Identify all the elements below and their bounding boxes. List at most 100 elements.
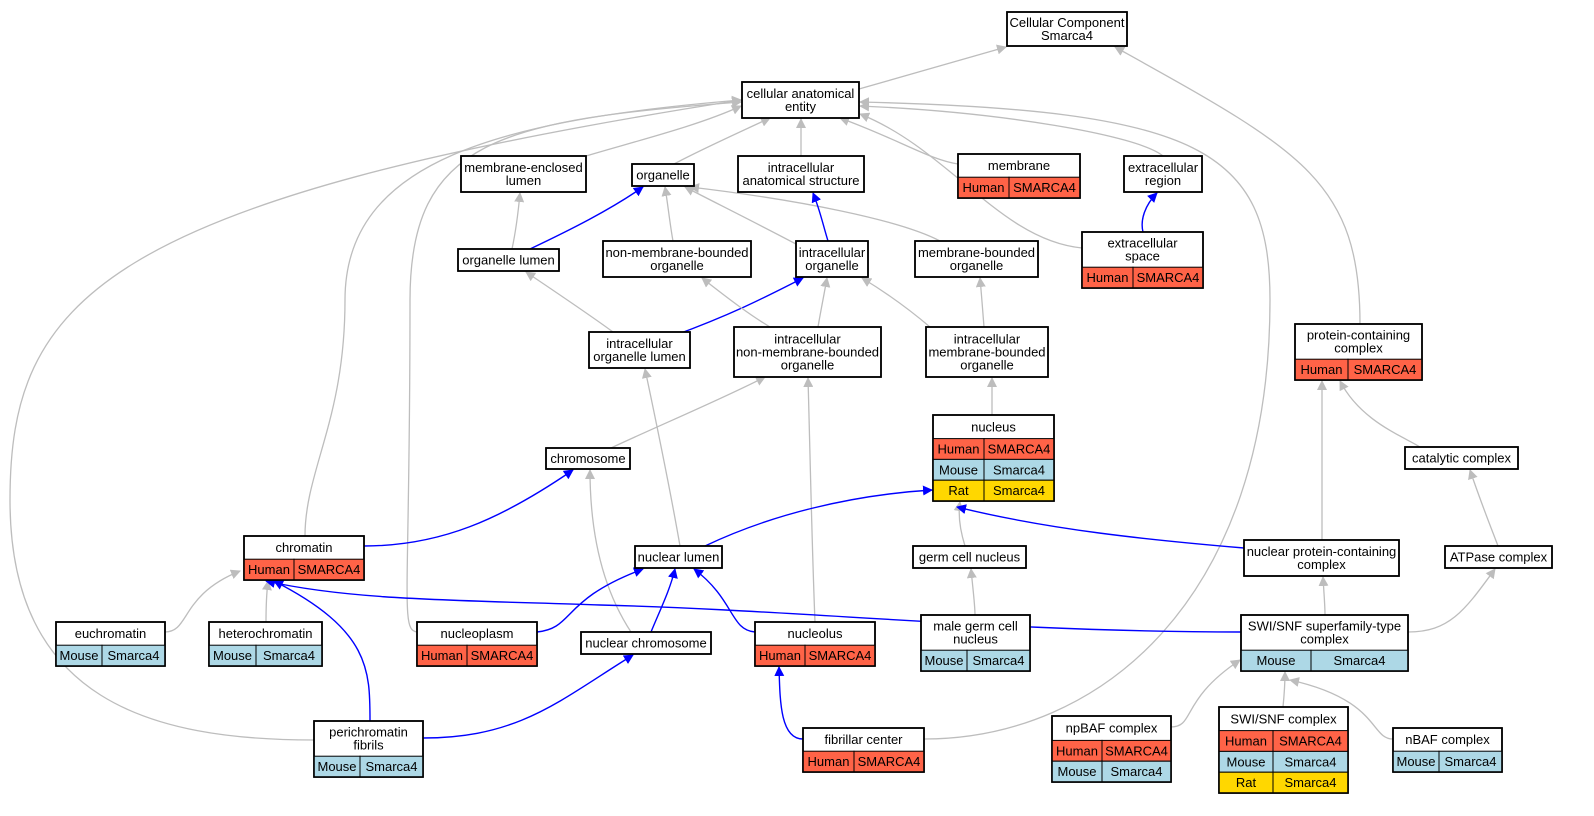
node-border [957,153,1081,199]
gene-label: Smarca4 [1110,764,1162,779]
species-label: Human [248,562,290,577]
edge-nmbo-to-org [661,186,674,242]
node-label: perichromatin [329,725,408,740]
edge-swc-to-swisnf [1279,671,1290,708]
species-label: Human [808,754,850,769]
species-label: Human [1225,734,1267,749]
edge-swisnf-to-npcc [1318,576,1329,616]
edge-imbo-to-mbo [975,277,986,328]
node-label: organelle [781,358,835,373]
edge-nbaf-to-swisnf [1289,677,1394,740]
node-orl[interactable]: organelle lumen [457,248,560,272]
edge-iol-to-io [672,277,804,337]
node-border [602,240,752,278]
gene-label: SMARCA4 [1105,743,1168,758]
node-label: organelle [960,358,1014,373]
node-border [580,631,712,655]
edge-swisnf-to-atp [1407,568,1496,633]
edge-iol-to-orl [525,271,614,333]
node-border [545,447,631,470]
gene-label: Smarca4 [993,483,1045,498]
gene-label: SMARCA4 [1137,270,1200,285]
node-border [795,240,869,278]
node-label: fibrillar center [824,732,903,747]
node-gcn[interactable]: germ cell nucleus [912,545,1027,569]
edge-fc-to-cae [859,97,1271,740]
edge-nchr-to-chr [585,469,632,633]
node-label: germ cell nucleus [919,550,1021,565]
gene-label: SMARCA4 [1013,180,1076,195]
node-org[interactable]: organelle [631,163,695,187]
node-border [733,326,882,378]
node-atp[interactable]: ATPase complex [1444,545,1553,569]
node-border [460,155,587,193]
node-label: region [1145,173,1181,188]
node-label: heterochromatin [219,626,313,641]
species-label: Human [1087,270,1129,285]
edge-pcf-to-cae [9,96,742,741]
node-border [631,163,695,187]
gene-label: Smarca4 [993,462,1045,477]
edge-euc-to-chrm [164,569,241,633]
node-label: Smarca4 [1041,28,1093,43]
edge-npcc-to-nuc [956,504,1245,549]
node-label: extracellular [1107,236,1178,251]
node-label: nuclear protein-containing [1247,544,1397,559]
edge-inmbo-to-io [817,277,831,328]
node-label: intracellular [774,332,841,347]
node-border [920,614,1031,672]
species-label: Mouse [1256,653,1295,668]
gene-label: SMARCA4 [988,442,1051,457]
node-cat[interactable]: catalytic complex [1404,446,1519,470]
node-inmbo[interactable]: intracellularnon-membrane-boundedorganel… [733,326,882,378]
node-label: intracellular [606,336,673,351]
species-label: Mouse [213,648,252,663]
node-label: complex [1297,557,1346,572]
node-label: organelle [650,258,704,273]
gene-label: SMARCA4 [858,754,921,769]
edge-mem-to-cae [839,116,959,165]
node-border [1006,11,1128,47]
edge-exr-to-cae [859,101,1164,157]
node-border [457,248,560,272]
node-nchr[interactable]: nuclear chromosome [580,631,712,655]
edge-orl-to-org [529,186,644,250]
node-chr[interactable]: chromosome [545,447,631,470]
node-border [1081,231,1204,289]
species-label: Human [1301,362,1343,377]
edge-npl-to-nlu [536,567,644,633]
node-label: intracellular [768,160,835,175]
node-label: intracellular [799,245,866,260]
edge-het-to-chrm [261,580,272,623]
node-nlu[interactable]: nuclear lumen [634,545,723,569]
node-label: chromosome [550,451,625,466]
gene-label: SMARCA4 [471,648,534,663]
